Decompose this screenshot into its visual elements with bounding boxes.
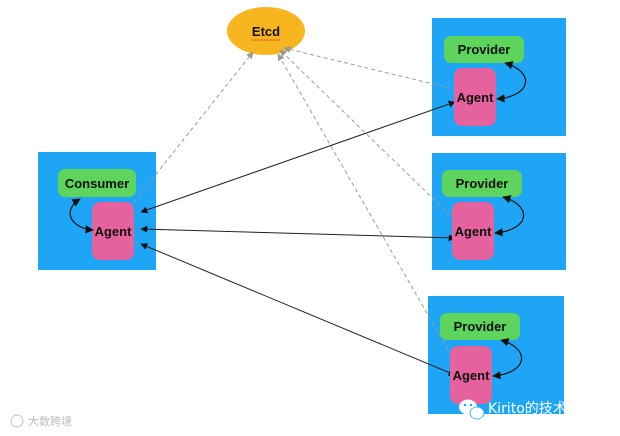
provider-2-service-box — [442, 170, 522, 197]
provider-3-service-box — [440, 313, 520, 340]
watermark-left-text: 大数跨境 — [28, 414, 72, 428]
provider-2-agent-box — [452, 202, 494, 260]
provider-3-agent-box — [450, 346, 492, 404]
consumer-provider-3-link — [140, 243, 456, 376]
provider-3-agent-label: Agent — [453, 368, 491, 383]
provider-1-label: Provider — [458, 42, 511, 57]
provider-2-agent-curve — [494, 195, 524, 237]
consumer-service-box — [58, 169, 136, 197]
provider-2-agent-label: Agent — [455, 224, 493, 239]
etcd-node — [227, 7, 305, 55]
provider-2-label: Provider — [456, 176, 509, 191]
consumer-provider-2-link — [140, 225, 456, 242]
brand-watermark: Kirito的技术分享 — [459, 399, 595, 420]
etcd-label: Etcd — [252, 24, 280, 39]
provider-3-agent-curve — [492, 338, 522, 380]
watermark-left: 大数跨境 — [10, 414, 72, 428]
provider-1-etcd-link — [283, 46, 451, 89]
provider-3-label: Provider — [454, 319, 507, 334]
provider-1-agent-label: Agent — [457, 90, 495, 105]
provider-1-agent-box — [454, 68, 496, 126]
consumer-provider-1-link — [140, 100, 456, 214]
brand-label: Kirito的技术分享 — [488, 400, 595, 417]
consumer-agent-label: Agent — [95, 224, 133, 239]
consumer-agent-box — [92, 202, 134, 260]
consumer-agent-curve — [69, 198, 94, 234]
provider-2-etcd-link — [279, 49, 456, 221]
watermark-logo-icon — [10, 414, 24, 428]
consumer-label: Consumer — [65, 176, 129, 191]
provider-1-service-box — [444, 36, 524, 63]
provider-1-agent-curve — [496, 61, 526, 103]
provider-1-container — [432, 18, 566, 136]
wechat-icon — [459, 399, 485, 420]
